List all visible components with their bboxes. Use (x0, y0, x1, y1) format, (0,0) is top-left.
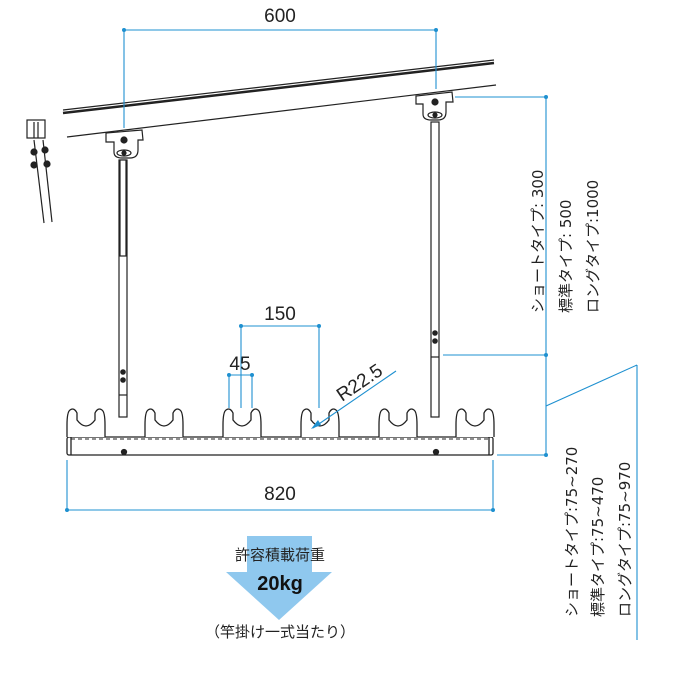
hook-2 (144, 408, 184, 437)
ceiling-beam (62, 59, 497, 138)
rod-length-short: ショートタイプ: 300 (529, 170, 547, 313)
adjust-range-long: ロングタイプ:75~970 (616, 462, 634, 617)
load-title: 許容積載荷重 (235, 546, 325, 564)
adjust-range-standard: 標準タイプ:75~470 (589, 477, 607, 617)
left-rod (118, 159, 128, 418)
load-note: （竿掛け一式当たり） (205, 623, 355, 641)
dimension-lines (66, 29, 638, 640)
right-rod (430, 121, 440, 418)
pole-hooks (66, 408, 495, 437)
dim-150: 150 (264, 304, 296, 325)
side-bracket-icon (26, 119, 53, 224)
dim-45: 45 (229, 354, 250, 375)
adjust-range-short: ショートタイプ:75~270 (563, 447, 581, 617)
rod-length-long: ロングタイプ:1000 (584, 180, 602, 313)
load-value: 20kg (257, 573, 303, 595)
hook-6 (455, 408, 495, 437)
hook-3 (222, 408, 262, 437)
hook-5 (378, 408, 418, 437)
dimension-dots (65, 28, 548, 512)
dim-820: 820 (264, 484, 296, 505)
radius-arrowhead-icon (311, 420, 321, 429)
rod-length-standard: 標準タイプ: 500 (557, 200, 575, 313)
right-ceiling-bracket (415, 91, 454, 121)
down-arrow-icon (226, 536, 332, 620)
dim-600: 600 (264, 6, 296, 27)
left-ceiling-bracket (105, 129, 144, 159)
pole-arm (66, 436, 494, 456)
hook-1 (66, 408, 106, 437)
